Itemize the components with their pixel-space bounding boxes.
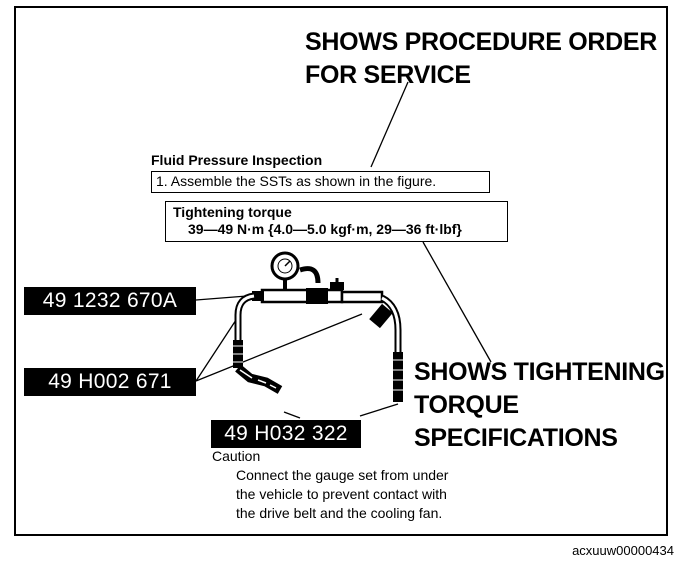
callout-tightening-torque-line-3: SPECIFICATIONS — [414, 424, 618, 452]
figure-frame — [14, 6, 668, 536]
part-number-label-1: 49 1232 670A — [24, 287, 196, 315]
procedure-heading: Fluid Pressure Inspection — [151, 152, 323, 168]
torque-spec-box — [165, 201, 508, 242]
procedure-step-box — [151, 171, 490, 193]
leader-part-2a — [195, 319, 237, 382]
callout-tightening-torque-line-2: TORQUE — [414, 391, 519, 419]
callout-tightening-torque-line-1: SHOWS TIGHTENING — [414, 358, 665, 386]
leader-part-3b — [359, 403, 399, 417]
part-number-label-3: 49 H032 322 — [211, 420, 361, 448]
callout-tightening-torque: SHOWS TIGHTENING TORQUE SPECIFICATIONS — [414, 356, 665, 455]
leader-tightening-torque — [422, 241, 492, 363]
callout-procedure-order-line-1: SHOWS PROCEDURE ORDER — [305, 28, 658, 56]
part-number-label-2: 49 H002 671 — [24, 368, 196, 396]
right-hose — [369, 294, 403, 402]
pressure-gauge — [270, 251, 300, 290]
torque-spec-label: Tightening torque — [173, 204, 292, 220]
leader-part-2b — [195, 313, 363, 382]
callout-procedure-order: SHOWS PROCEDURE ORDER FOR SERVICE — [305, 26, 657, 92]
torque-spec-value: 39—49 N·m {4.0—5.0 kgf·m, 29—36 ft·lbf} — [188, 221, 462, 237]
callout-procedure-order-line-2: FOR SERVICE — [305, 61, 471, 89]
figure-code: acxuuw00000434 — [572, 543, 674, 558]
leader-procedure-order — [370, 81, 409, 168]
procedure-step: 1. Assemble the SSTs as shown in the fig… — [156, 173, 437, 189]
leader-part-3a — [283, 411, 301, 419]
caution-line-3: the drive belt and the cooling fan. — [236, 505, 443, 521]
caution-line-2: the vehicle to prevent contact with — [236, 486, 447, 502]
left-hose — [233, 292, 283, 394]
manifold — [252, 266, 384, 304]
caution-text: Connect the gauge set from under the veh… — [236, 466, 448, 523]
caution-line-1: Connect the gauge set from under — [236, 467, 449, 483]
caution-heading: Caution — [212, 448, 261, 464]
